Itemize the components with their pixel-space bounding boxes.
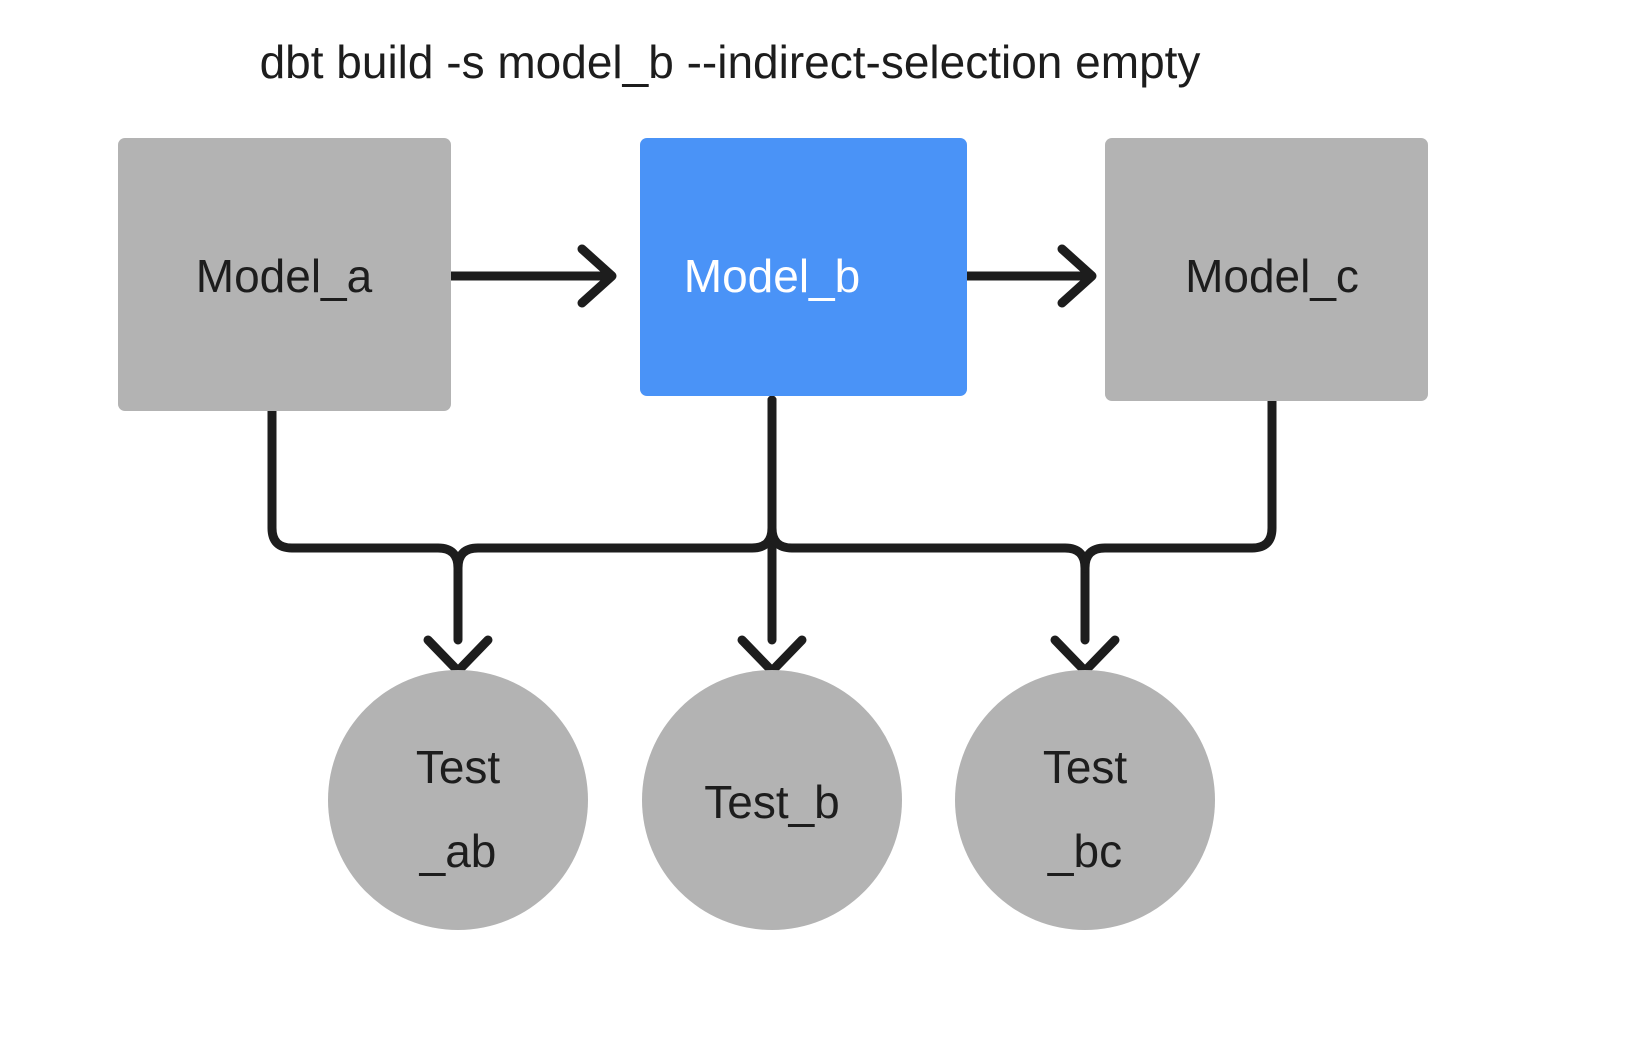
model-b-box[interactable] xyxy=(640,138,967,396)
test-ab-circle[interactable] xyxy=(328,670,588,930)
edge-model-a-to-test-ab xyxy=(267,395,493,676)
test-bc-circle[interactable] xyxy=(955,670,1215,930)
page-title: dbt build -s model_b --indirect-selectio… xyxy=(260,36,1201,88)
node-test-ab[interactable]: Test _ab xyxy=(328,670,588,930)
edge-model-b-to-model-c xyxy=(944,244,1097,308)
test-b-label-line-1: Test_b xyxy=(704,776,840,828)
edge-model-b-to-test-bc xyxy=(767,395,1120,676)
edge-model-a-to-model-b xyxy=(428,244,617,308)
node-model-c[interactable]: Model_c xyxy=(1105,138,1428,401)
edge-model-c-to-test-bc xyxy=(1080,395,1277,573)
node-test-bc[interactable]: Test _bc xyxy=(955,670,1215,930)
test-bc-label-line-2: _bc xyxy=(1047,825,1122,877)
test-bc-label-line-1: Test xyxy=(1043,741,1128,793)
node-test-b[interactable]: Test_b xyxy=(642,670,902,930)
model-b-label: Model_b xyxy=(684,250,860,302)
model-c-label: Model_c xyxy=(1185,250,1359,302)
test-b-circle[interactable] xyxy=(642,670,902,930)
test-ab-label-line-2: _ab xyxy=(419,825,497,877)
node-model-b[interactable]: Model_b xyxy=(640,138,967,396)
model-a-box[interactable] xyxy=(118,138,451,411)
model-a-label: Model_a xyxy=(196,250,373,302)
test-ab-label-line-1: Test xyxy=(416,741,501,793)
node-model-a[interactable]: Model_a xyxy=(118,138,451,411)
model-c-box[interactable] xyxy=(1105,138,1428,401)
edge-model-b-to-test-ab xyxy=(453,395,777,573)
